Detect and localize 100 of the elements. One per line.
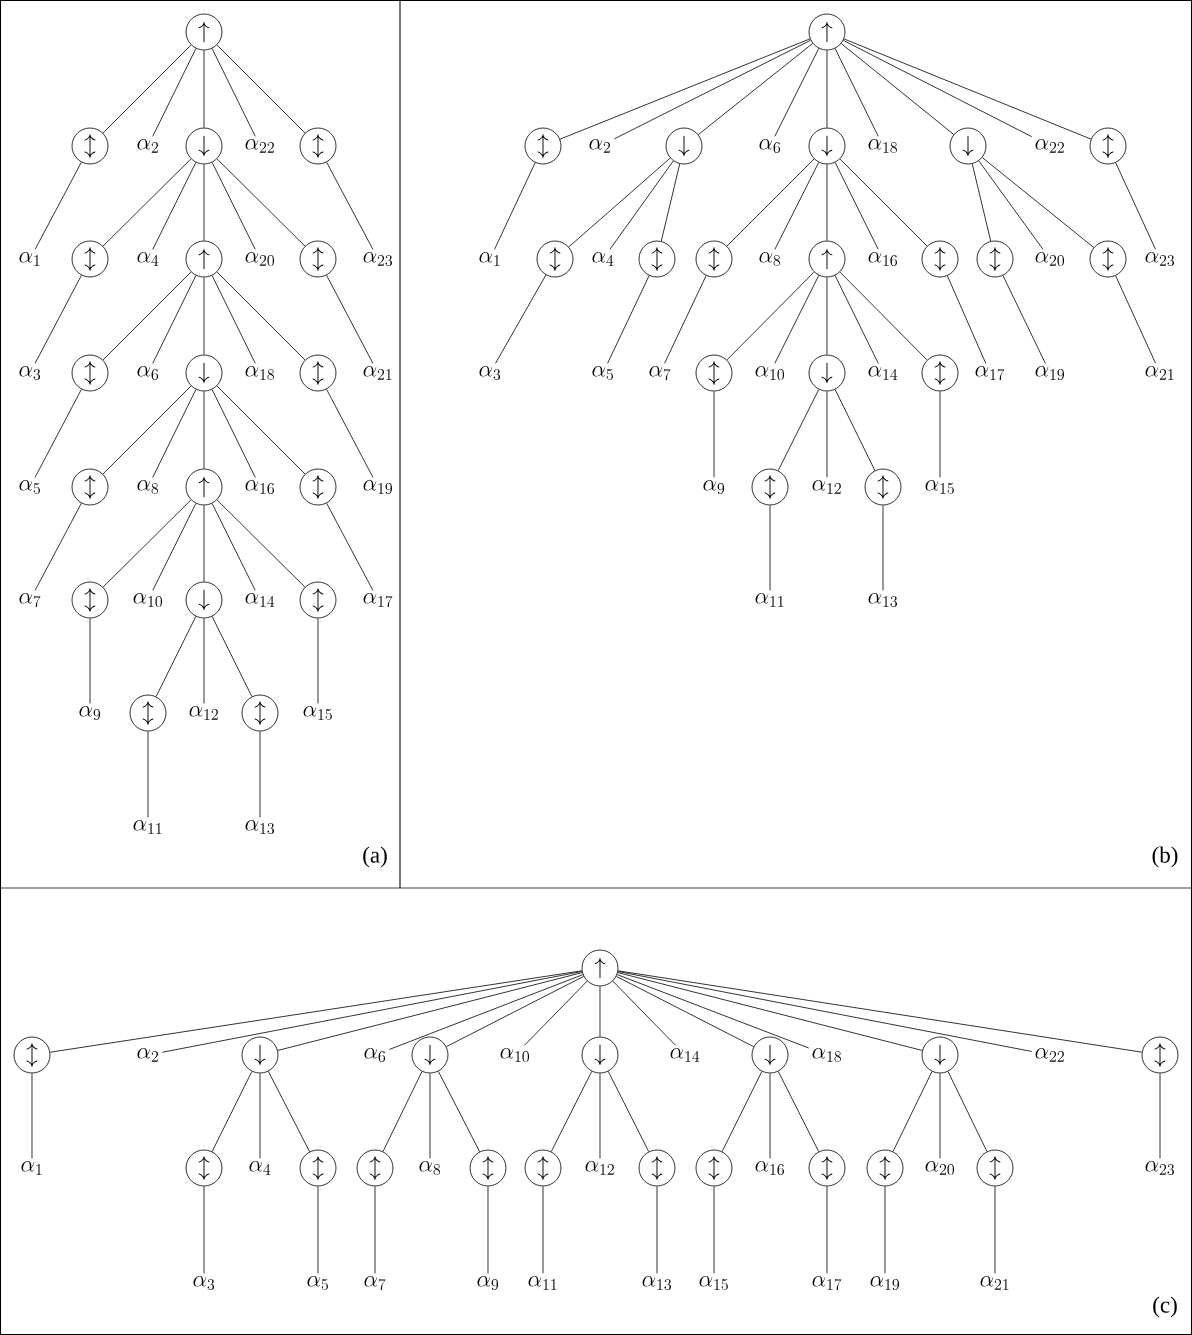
tree-edge (839, 271, 928, 361)
variable-label: $\alpha_{9}$ (79, 706, 101, 721)
variable-label: $\alpha_{19}$ (1035, 366, 1064, 381)
circle-node: $\updownarrow$ (808, 1149, 846, 1187)
tree-edge (882, 505, 884, 591)
tree-edge (429, 1073, 431, 1159)
tree-edge (211, 389, 256, 478)
tree-edge (102, 44, 192, 134)
variable-label: $\alpha_{13}$ (868, 593, 897, 608)
tree-edge (726, 271, 815, 361)
circle-node: $\downarrow$ (185, 581, 223, 619)
tree-edge (216, 271, 306, 361)
tree-edge (843, 40, 1033, 138)
tree-edge (203, 618, 205, 704)
circle-node: $\updownarrow$ (976, 1149, 1014, 1187)
variable-label: $\alpha_{4}$ (592, 252, 614, 266)
panel-label: (c) (1153, 1296, 1177, 1318)
tree-edge (1115, 162, 1156, 250)
variable-label: $\alpha_{18}$ (868, 139, 897, 154)
variable-label: $\alpha_{23}$ (363, 252, 392, 267)
circle-node: $\updownarrow$ (299, 354, 337, 392)
tree-edge (612, 980, 676, 1046)
circle-node: $\uparrow$ (185, 13, 223, 51)
tree-edge (216, 385, 306, 475)
circle-node: $\updownarrow$ (751, 468, 789, 506)
tree-edge (152, 275, 197, 364)
tree-edge (446, 976, 584, 1048)
circle-node: $\updownarrow$ (866, 1149, 904, 1187)
tree-edge (277, 972, 583, 1051)
circle-node: $\updownarrow$ (299, 240, 337, 278)
circle-node: $\updownarrow$ (695, 354, 733, 392)
circle-node: $\uparrow$ (808, 240, 846, 278)
circle-node: $\uparrow$ (581, 949, 619, 987)
tree-edge (388, 974, 584, 1050)
tree-edge (947, 275, 987, 364)
tree-edge (599, 1073, 601, 1159)
tree-edge (34, 502, 82, 591)
circle-node: $\updownarrow$ (299, 1149, 337, 1187)
circle-node: $\updownarrow$ (71, 468, 109, 506)
variable-label: $\alpha_{14}$ (868, 366, 898, 380)
tree-edge (216, 158, 306, 247)
circle-node: $\downarrow$ (751, 1036, 789, 1074)
tree-edge (664, 275, 707, 364)
circle-node: $\updownarrow$ (299, 468, 337, 506)
variable-label: $\alpha_{5}$ (592, 366, 613, 381)
circle-node: $\updownarrow$ (921, 354, 959, 392)
circle-node: $\uparrow$ (185, 240, 223, 278)
variable-label: $\alpha_{17}$ (812, 1276, 842, 1291)
tree-edge (268, 1071, 310, 1153)
tree-edge (152, 162, 197, 250)
tree-edge (49, 970, 583, 1053)
tree-edge (939, 1073, 941, 1159)
circle-node: $\updownarrow$ (71, 581, 109, 619)
circle-node: $\updownarrow$ (695, 1149, 733, 1187)
panel-label: (a) (363, 846, 387, 868)
circle-node: $\updownarrow$ (299, 127, 337, 165)
tree-edge (216, 44, 306, 134)
tree-edge (774, 162, 820, 250)
tree-edge (713, 1186, 715, 1274)
circle-node: $\downarrow$ (185, 354, 223, 392)
tree-edge (89, 618, 91, 704)
variable-label: $\alpha_{14}$ (670, 1048, 700, 1062)
tree-edge (211, 275, 256, 364)
variable-label: $\alpha_{6}$ (364, 1048, 386, 1063)
variable-label: $\alpha_{12}$ (812, 480, 841, 494)
circle-node: $\updownarrow$ (185, 1149, 223, 1187)
circle-node: $\updownarrow$ (1089, 240, 1127, 278)
circle-node: $\downarrow$ (949, 127, 987, 165)
circle-node: $\updownarrow$ (1089, 127, 1127, 165)
variable-label: $\alpha_{2}$ (137, 139, 158, 153)
tree-edge (374, 1186, 376, 1274)
variable-label: $\alpha_{18}$ (812, 1048, 841, 1063)
variable-label: $\alpha_{20}$ (245, 252, 274, 267)
tree-edge (211, 1071, 253, 1152)
variable-label: $\alpha_{6}$ (137, 366, 159, 381)
variable-label: $\alpha_{1}$ (479, 252, 500, 266)
variable-label: $\alpha_{23}$ (1145, 252, 1174, 267)
variable-label: $\alpha_{13}$ (245, 820, 274, 835)
tree-edge (559, 38, 811, 140)
variable-label: $\alpha_{20}$ (1035, 252, 1064, 267)
tree-edge (155, 616, 197, 697)
tree-edge (34, 274, 82, 364)
tree-edge (726, 158, 815, 247)
variable-label: $\alpha_{8}$ (759, 252, 781, 267)
circle-node: $\updownarrow$ (524, 1149, 562, 1187)
variable-label: $\alpha_{5}$ (19, 480, 40, 495)
tree-edge (259, 731, 261, 818)
tree-edge (102, 385, 192, 475)
tree-edge (542, 1186, 544, 1274)
tree-edge (616, 976, 754, 1048)
tree-edge (843, 38, 1092, 140)
variable-label: $\alpha_{10}$ (755, 366, 784, 381)
tree-edge (616, 974, 810, 1049)
variable-label: $\alpha_{19}$ (363, 480, 392, 495)
variable-label: $\alpha_{16}$ (755, 1161, 784, 1176)
tree-edge (211, 616, 253, 697)
variable-label: $\alpha_{16}$ (868, 252, 897, 267)
variable-label: $\alpha_{12}$ (189, 706, 218, 720)
variable-label: $\alpha_{7}$ (649, 366, 671, 381)
tree-edge (826, 164, 828, 241)
